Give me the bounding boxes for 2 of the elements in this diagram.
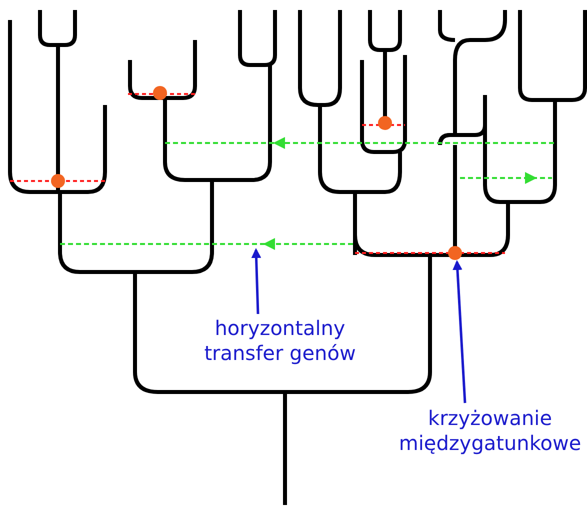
leader-arrow <box>452 260 466 404</box>
leader-arrow <box>251 248 262 314</box>
